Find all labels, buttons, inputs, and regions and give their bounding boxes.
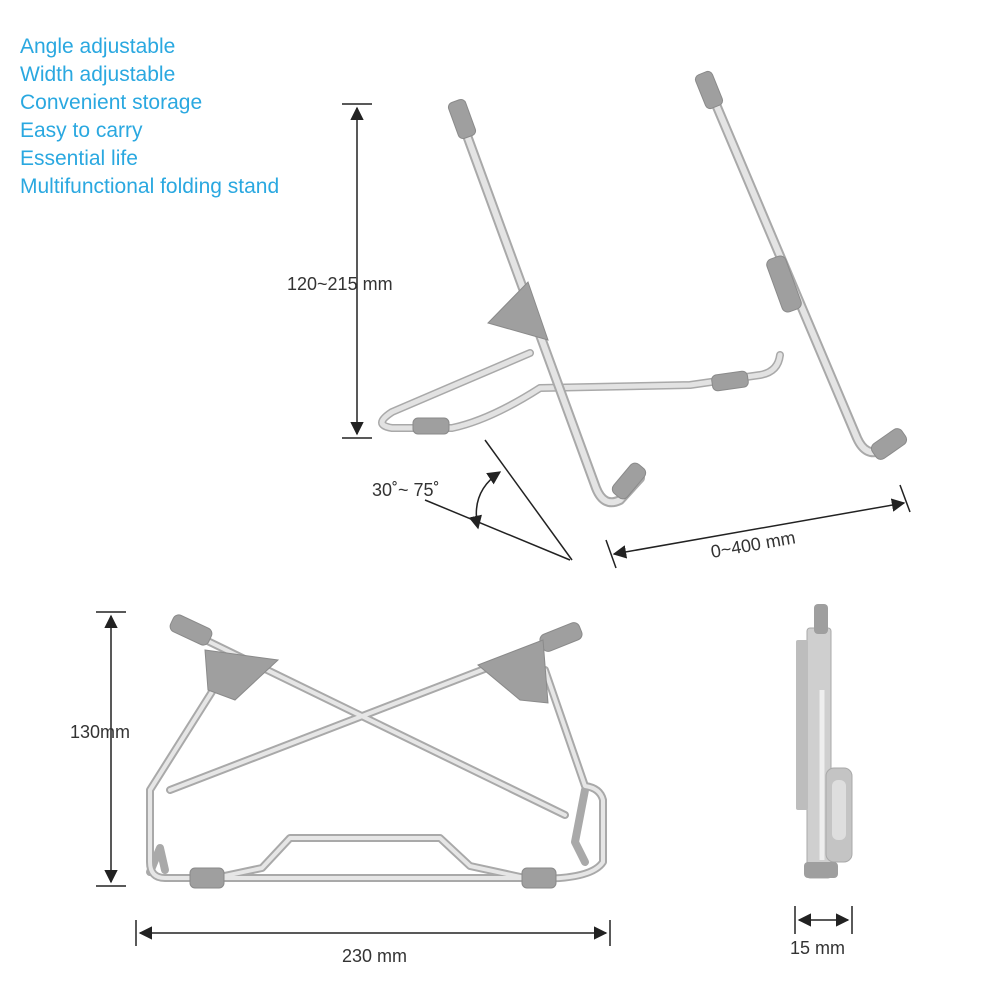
- width-dimension: [605, 484, 911, 569]
- folded-width-label: 230 mm: [342, 946, 407, 966]
- feature-item: Multifunctional folding stand: [20, 175, 280, 198]
- feature-item: Essential life: [20, 147, 138, 170]
- feature-list: Angle adjustable Width adjustable Conven…: [20, 33, 279, 201]
- folded-side-illustration: [796, 604, 853, 879]
- folded-height-label: 130mm: [70, 722, 130, 742]
- feature-item: Angle adjustable: [20, 35, 176, 58]
- angle-range-label: 30˚~ 75˚: [372, 480, 440, 500]
- folded-width-dimension: [135, 920, 611, 946]
- width-range-label: 0~400 mm: [709, 527, 797, 562]
- height-range-label: 120~215 mm: [287, 274, 393, 294]
- angle-dimension: [424, 439, 573, 561]
- feature-item: Width adjustable: [20, 63, 176, 86]
- thickness-dimension: [794, 906, 853, 934]
- feature-item: Easy to carry: [20, 119, 143, 142]
- open-stand-parts: [412, 70, 908, 500]
- folded-height-dimension: [96, 611, 126, 887]
- height-dimension: [342, 103, 372, 439]
- feature-item: Convenient storage: [20, 91, 203, 114]
- thickness-label: 15 mm: [790, 938, 845, 958]
- folded-stand-parts: [169, 614, 583, 889]
- open-stand-illustration: [378, 90, 903, 508]
